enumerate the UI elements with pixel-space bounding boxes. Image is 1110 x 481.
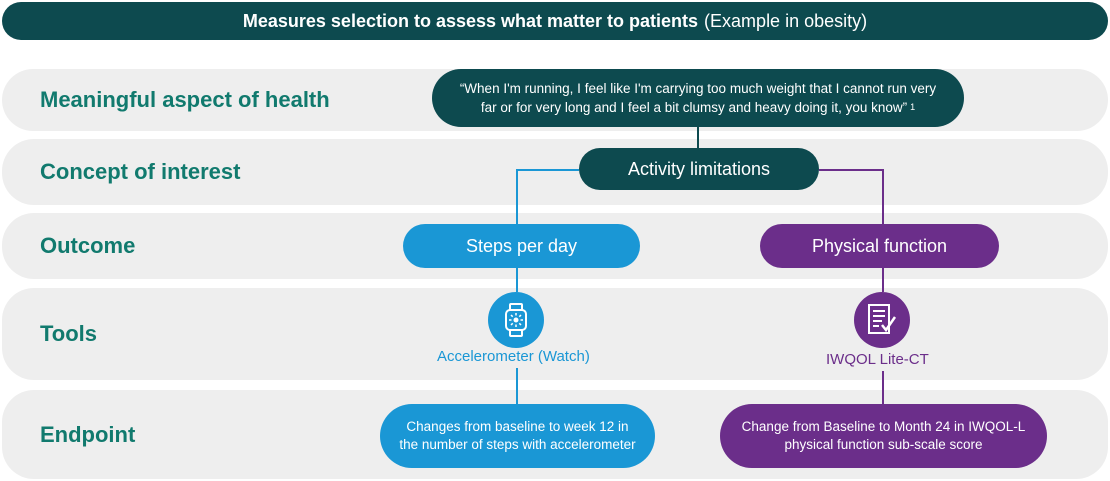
checklist-icon	[854, 292, 910, 348]
connector-concept-steps	[516, 169, 579, 224]
row-label-endpoint: Endpoint	[40, 421, 136, 447]
endpoint-physical-function: Change from Baseline to Month 24 in IWQO…	[720, 404, 1047, 468]
banner-title: Measures selection to assess what matter…	[242, 10, 699, 31]
outcome-physical-function: Physical function	[760, 224, 999, 268]
smartwatch-icon	[488, 292, 544, 348]
banner-subtitle: (Example in obesity)	[704, 10, 868, 31]
quote-footnote: 1	[910, 102, 916, 112]
endpoint-steps: Changes from baseline to week 12 in the …	[380, 404, 655, 468]
tool-label-accelerometer: Accelerometer (Watch)	[437, 348, 590, 365]
meaningful-aspect-quote: “When I'm running, I feel like I'm carry…	[432, 69, 964, 127]
row-label-tools: Tools	[40, 321, 98, 346]
quote-text: “When I'm running, I feel like I'm carry…	[459, 81, 937, 115]
row-label-outcome: Outcome	[40, 233, 136, 258]
row-tools: Tools	[2, 288, 1108, 380]
concept-activity-limitations: Activity limitations	[579, 148, 819, 190]
title-banner: Measures selection to assess what matter…	[2, 2, 1108, 40]
row-concept-of-interest: Concept of interest	[2, 139, 1108, 205]
row-label-meaningful-aspect: Meaningful aspect of health	[40, 87, 330, 112]
connector-concept-physical	[819, 169, 884, 224]
outcome-steps-per-day: Steps per day	[403, 224, 640, 268]
tool-label-iwqol: IWQOL Lite-CT	[826, 351, 929, 368]
row-label-concept-of-interest: Concept of interest	[40, 159, 241, 184]
